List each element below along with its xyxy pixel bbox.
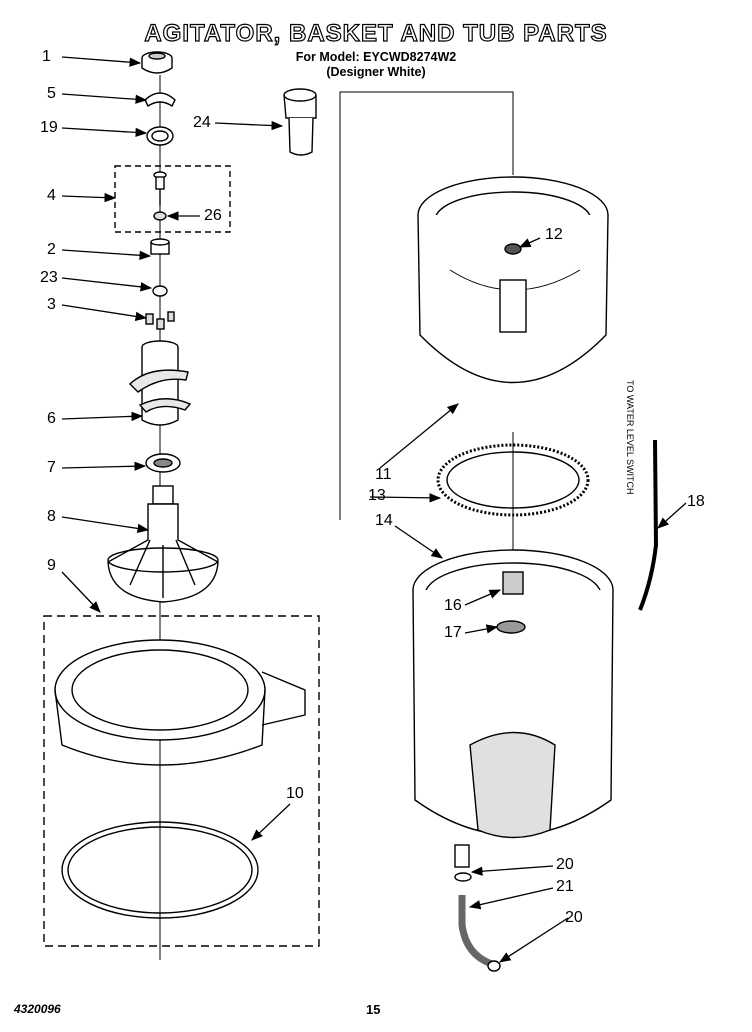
tub-ring-box <box>43 615 320 947</box>
bearing-part <box>145 453 181 473</box>
callout-14: 14 <box>375 512 393 529</box>
callout-20-upper: 20 <box>556 856 574 873</box>
callout-2: 2 <box>47 241 56 258</box>
fabric-softener-dispenser-part <box>283 88 317 156</box>
tub-ring-part <box>54 639 306 766</box>
callout-20-lower: 20 <box>565 909 583 926</box>
callout-26: 26 <box>204 207 222 224</box>
basket-part <box>417 176 609 384</box>
leader-10 <box>251 803 291 841</box>
callout-4: 4 <box>47 187 56 204</box>
driven-cam-part <box>150 238 170 255</box>
leader-17 <box>464 624 499 634</box>
callout-12: 12 <box>545 226 563 243</box>
cam-part <box>144 92 176 108</box>
agitator-base-part <box>107 485 219 603</box>
tub-bearing-part <box>496 620 526 634</box>
water-level-switch-note: TO WATER LEVEL SWITCH <box>625 380 635 495</box>
agitator-cap-part <box>141 51 173 74</box>
model-number: For Model: EYCWD8274W2 <box>295 50 457 64</box>
leader-20a <box>470 865 554 876</box>
leader-11 <box>379 403 459 469</box>
leader-12 <box>518 237 541 248</box>
page-title: AGITATOR, BASKET AND TUB PARTS <box>144 19 608 47</box>
model-variant: (Designer White) <box>326 65 426 79</box>
callout-6: 6 <box>47 410 56 427</box>
leader-19 <box>61 127 148 138</box>
leader-13 <box>369 493 442 503</box>
leader-16 <box>464 589 502 606</box>
callout-10: 10 <box>286 785 304 802</box>
leader-3 <box>61 304 148 322</box>
leader-18 <box>657 502 687 529</box>
leader-24 <box>214 120 284 131</box>
callout-7: 7 <box>47 459 56 476</box>
callout-11: 11 <box>375 466 392 483</box>
document-number: 4320096 <box>14 1002 61 1016</box>
leader-5 <box>61 93 148 104</box>
callout-16: 16 <box>444 597 462 614</box>
leader-2 <box>61 249 152 260</box>
bolt-part <box>153 171 167 205</box>
callout-23: 23 <box>40 269 58 286</box>
callout-13: 13 <box>368 487 386 504</box>
leader-21 <box>468 887 554 910</box>
pressure-hose-part <box>638 439 659 611</box>
leader-9 <box>61 571 101 613</box>
callout-18: 18 <box>687 493 705 510</box>
callout-8: 8 <box>47 508 56 525</box>
callout-19: 19 <box>40 119 58 136</box>
leader-1 <box>61 56 142 67</box>
leader-7 <box>61 461 147 471</box>
leader-6 <box>61 411 144 422</box>
leader-14 <box>394 525 443 559</box>
callout-24: 24 <box>193 114 211 131</box>
leader-20b <box>499 917 569 963</box>
seal-ring-part <box>146 126 174 146</box>
page-number: 15 <box>366 1002 381 1017</box>
callout-3: 3 <box>47 296 56 313</box>
leader-23 <box>61 277 153 292</box>
callout-17: 17 <box>444 624 462 641</box>
drain-hose-part <box>454 844 501 972</box>
leader-8 <box>61 516 150 534</box>
callout-1: 1 <box>42 48 51 65</box>
washer-part <box>153 211 167 221</box>
agitator-barrel-part <box>128 340 192 426</box>
tub-seal-part <box>61 821 259 919</box>
leader-4 <box>61 192 117 203</box>
retainer-ring-part <box>152 285 168 297</box>
callout-5: 5 <box>47 85 56 102</box>
drive-hub-part <box>502 571 524 595</box>
callout-21: 21 <box>556 878 574 895</box>
callout-9: 9 <box>47 557 56 574</box>
